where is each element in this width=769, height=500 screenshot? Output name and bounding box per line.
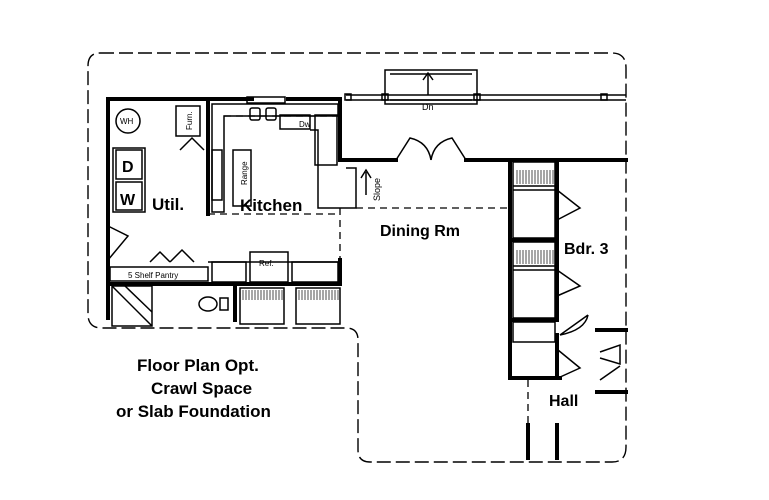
caption-line-2: Crawl Space xyxy=(151,379,252,398)
closet-shelves xyxy=(516,170,554,264)
down-label: Dn xyxy=(422,102,434,112)
caption-line-3: or Slab Foundation xyxy=(116,402,271,421)
dishwasher-label: Dw xyxy=(299,120,311,129)
dryer-label: D xyxy=(122,159,134,176)
kitchen-counters xyxy=(211,96,339,213)
room-bedroom-label: Bdr. 3 xyxy=(564,241,609,258)
furnace-door xyxy=(179,136,205,151)
dashed-separators xyxy=(208,207,529,425)
bath-shelf-hatch xyxy=(242,290,339,300)
room-kitchen-label: Kitchen xyxy=(240,196,302,215)
pantry-label: 5 Shelf Pantry xyxy=(128,271,178,280)
furnace xyxy=(175,105,201,137)
dining-double-door xyxy=(395,137,467,161)
bath-fixtures xyxy=(111,285,341,327)
range-label: Range xyxy=(240,161,249,185)
caption-line-1: Floor Plan Opt. xyxy=(137,356,259,375)
walls xyxy=(106,97,628,460)
room-util-label: Util. xyxy=(152,195,184,214)
water-heater-label: WH xyxy=(120,117,134,126)
furnace-label: Furn. xyxy=(185,111,194,130)
water-heater xyxy=(115,108,141,134)
plan-outline xyxy=(87,52,627,463)
island-outline xyxy=(310,129,357,209)
slope-label: Slope xyxy=(372,178,382,201)
washer-label: W xyxy=(120,192,136,209)
deck xyxy=(344,69,626,105)
room-hall-label: Hall xyxy=(549,393,578,410)
room-dining-label: Dining Rm xyxy=(380,223,460,240)
closets xyxy=(511,160,559,343)
slope-arrow xyxy=(360,168,372,195)
down-arrow xyxy=(422,71,434,95)
refrigerator-label: Ref. xyxy=(259,259,274,268)
util-doors xyxy=(107,225,195,263)
pantry-row xyxy=(109,251,340,283)
laundry-units xyxy=(112,147,146,213)
bedroom-doors xyxy=(556,189,621,381)
